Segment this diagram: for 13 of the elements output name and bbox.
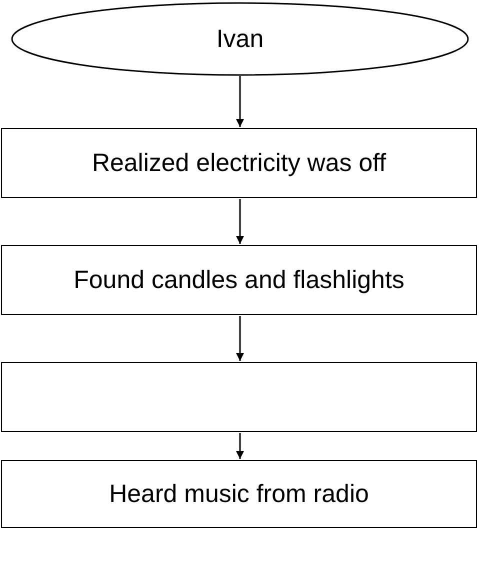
process-box (1, 362, 477, 432)
node-text: Heard music from radio (109, 480, 369, 508)
process-box (1, 245, 477, 315)
node-text: Ivan (216, 24, 264, 54)
arrow (236, 316, 244, 361)
node-text: Realized electricity was off (92, 148, 386, 178)
process-box (1, 128, 477, 198)
arrow (236, 199, 244, 244)
start-ellipse (11, 2, 469, 76)
process-box (1, 460, 477, 528)
arrow (236, 76, 244, 127)
node-text: Found candles and flashlights (74, 266, 404, 294)
arrow (236, 433, 244, 459)
